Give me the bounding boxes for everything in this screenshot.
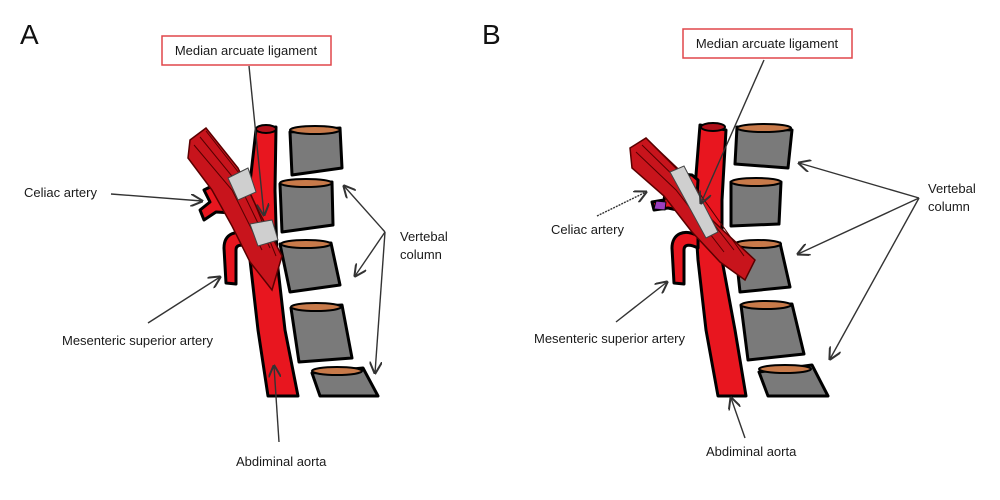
median-arcuate-ligament-box	[161, 35, 332, 66]
vertebra	[729, 177, 783, 228]
median-arcuate-ligament	[629, 137, 756, 282]
vertebral-column-label-2: column	[928, 199, 970, 214]
vertebral-column-label-2: column	[400, 247, 442, 262]
vertebral-column-label-1: Vertebal	[400, 229, 448, 244]
vertebral-column	[729, 123, 830, 398]
arrow-vertebral	[375, 231, 386, 373]
arrow-ligament	[701, 59, 765, 203]
median-arcuate-ligament-box	[682, 28, 853, 59]
vertebra	[278, 239, 342, 294]
panel-label-b: B	[482, 19, 501, 50]
vertebra	[733, 123, 794, 170]
vertebra	[757, 363, 830, 398]
abdominal-aorta-label: Abdiminal aorta	[706, 444, 797, 459]
arrow-aorta	[731, 398, 746, 439]
arrow-celiac	[596, 192, 646, 217]
median-arcuate-ligament	[187, 126, 283, 292]
arrow-vertebral	[798, 197, 920, 254]
median-arcuate-ligament-label: Median arcuate ligament	[696, 36, 839, 51]
vertebral-column	[278, 125, 380, 398]
arrow-ligament	[248, 65, 264, 215]
arrow-aorta	[274, 366, 279, 443]
vertebral-column-label-1: Vertebal	[928, 181, 976, 196]
vertebra	[739, 300, 806, 362]
mesenteric-superior-artery-label: Mesenteric superior artery	[534, 331, 685, 346]
arrow-vertebral	[799, 163, 920, 199]
panel-a: A Median arcuate ligament	[20, 19, 448, 469]
arrow-vertebral	[344, 186, 386, 233]
panel-label-a: A	[20, 19, 39, 50]
mesenteric-superior-artery-label: Mesenteric superior artery	[62, 333, 213, 348]
vertebra	[289, 302, 354, 364]
arrow-mesenteric	[147, 277, 220, 324]
mesenteric-superior-artery	[670, 231, 700, 286]
median-arcuate-ligament-label: Median arcuate ligament	[175, 43, 318, 58]
celiac-artery-label: Celiac artery	[24, 185, 97, 200]
arrow-vertebral	[355, 231, 386, 276]
compressed-marker	[653, 200, 667, 211]
panel-b: B Median arcuate ligament	[482, 19, 976, 459]
arrow-vertebral	[830, 197, 920, 359]
arrow-mesenteric	[615, 282, 667, 323]
celiac-artery-label: Celiac artery	[551, 222, 624, 237]
vertebra	[310, 366, 380, 398]
vertebra	[278, 178, 335, 234]
vertebra	[288, 125, 344, 177]
abdominal-aorta-label: Abdiminal aorta	[236, 454, 327, 469]
arrow-celiac	[110, 193, 202, 201]
